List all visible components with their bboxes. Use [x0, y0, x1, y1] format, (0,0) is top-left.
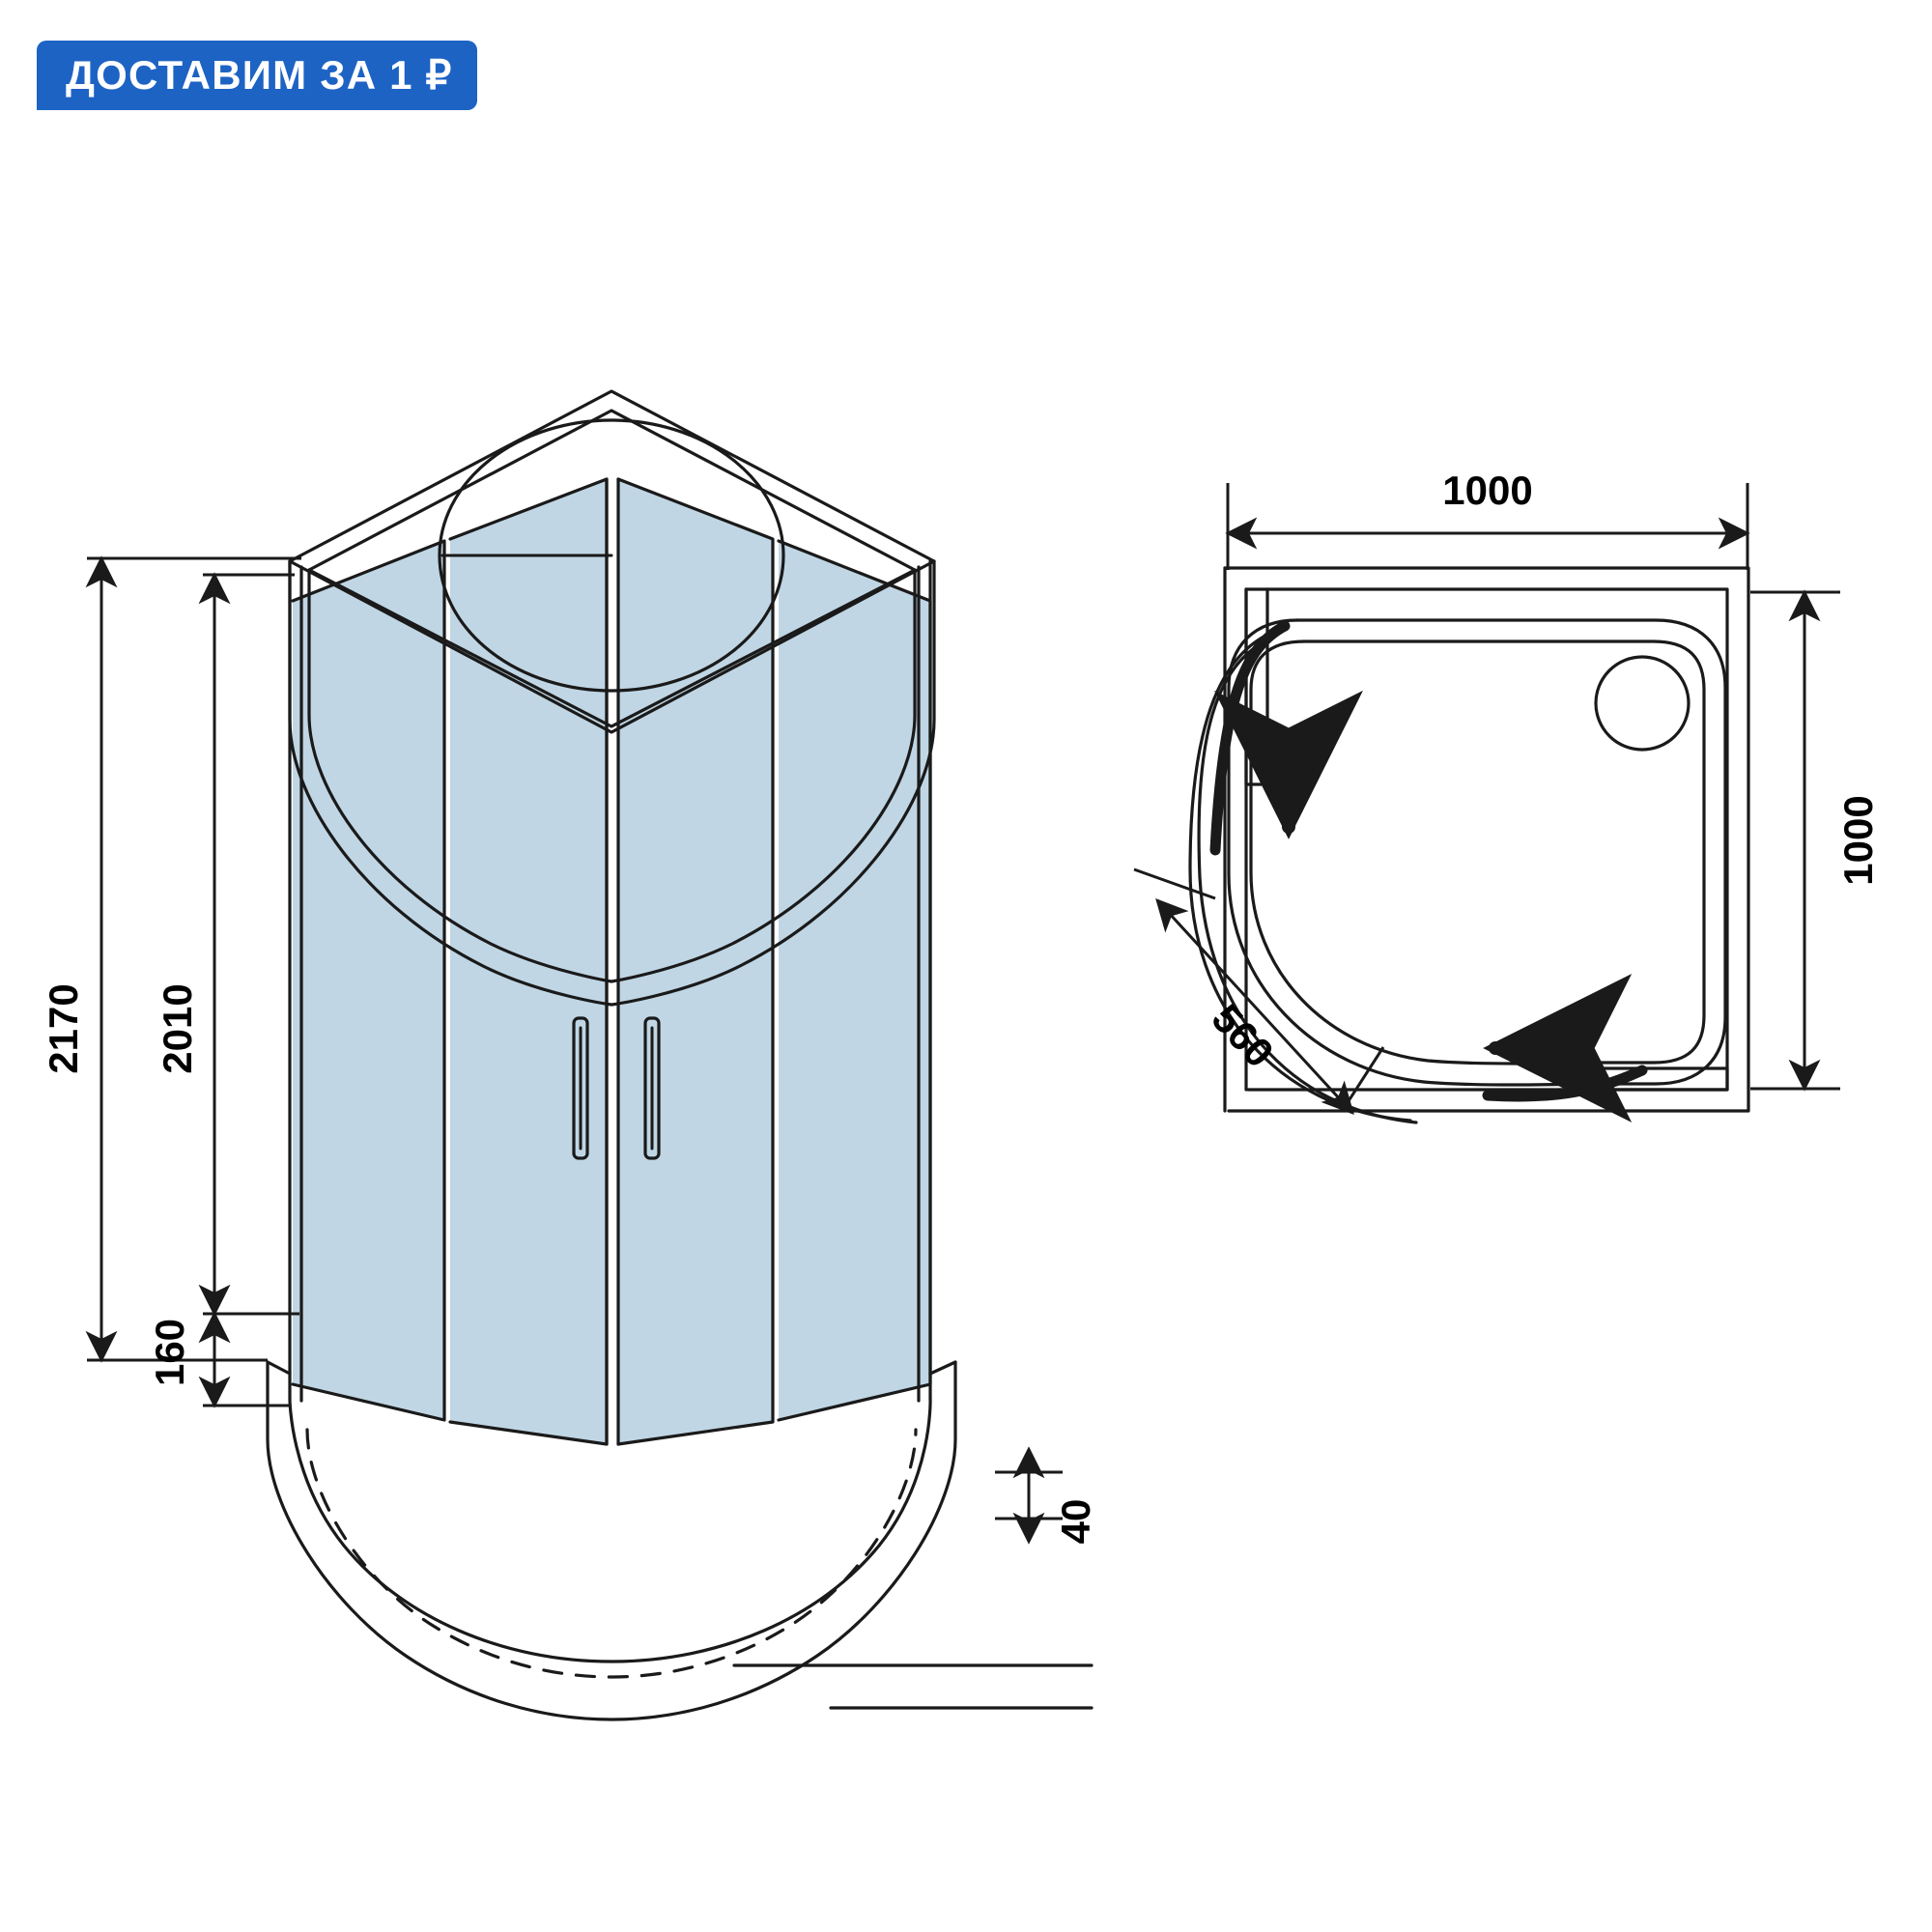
drain-hole: [1594, 655, 1690, 752]
dimension-opening-560: [1133, 867, 1385, 1116]
dimension-label-2170: 2170: [41, 983, 86, 1073]
glass-panel-frames: [291, 477, 932, 1446]
glass-panels: [293, 479, 930, 1444]
plan-door-leaves: [1209, 620, 1648, 1102]
dimension-label-depth-1000: 1000: [1835, 795, 1881, 885]
plan-tray-outline: [1227, 618, 1727, 1087]
enclosure-3d-view: [266, 389, 1094, 1721]
front-view-dimensions: [85, 555, 1063, 1545]
plan-view-dimensions: [1133, 483, 1840, 1116]
dimension-label-width-1000: 1000: [1442, 468, 1532, 513]
dimension-40: [995, 1446, 1063, 1545]
plan-tray-inner: [1249, 639, 1706, 1065]
shower-tray: [266, 1360, 1094, 1721]
dimension-label-40: 40: [1053, 1499, 1098, 1545]
dimension-width-1000: [1225, 483, 1750, 570]
plan-outer-frame: [1223, 566, 1750, 1113]
dimension-label-2010: 2010: [155, 983, 200, 1073]
promo-badge-label: ДОСТАВИМ ЗА 1 ₽: [66, 52, 453, 98]
door-handle-left[interactable]: [572, 1016, 589, 1160]
dimension-label-160: 160: [147, 1319, 192, 1386]
ceiling-light: [438, 418, 785, 693]
enclosure-roof: [288, 389, 936, 1007]
door-handle-right[interactable]: [643, 1016, 661, 1160]
promo-badge[interactable]: ДОСТАВИМ ЗА 1 ₽: [37, 41, 478, 110]
dimension-depth-1000: [1750, 589, 1840, 1092]
